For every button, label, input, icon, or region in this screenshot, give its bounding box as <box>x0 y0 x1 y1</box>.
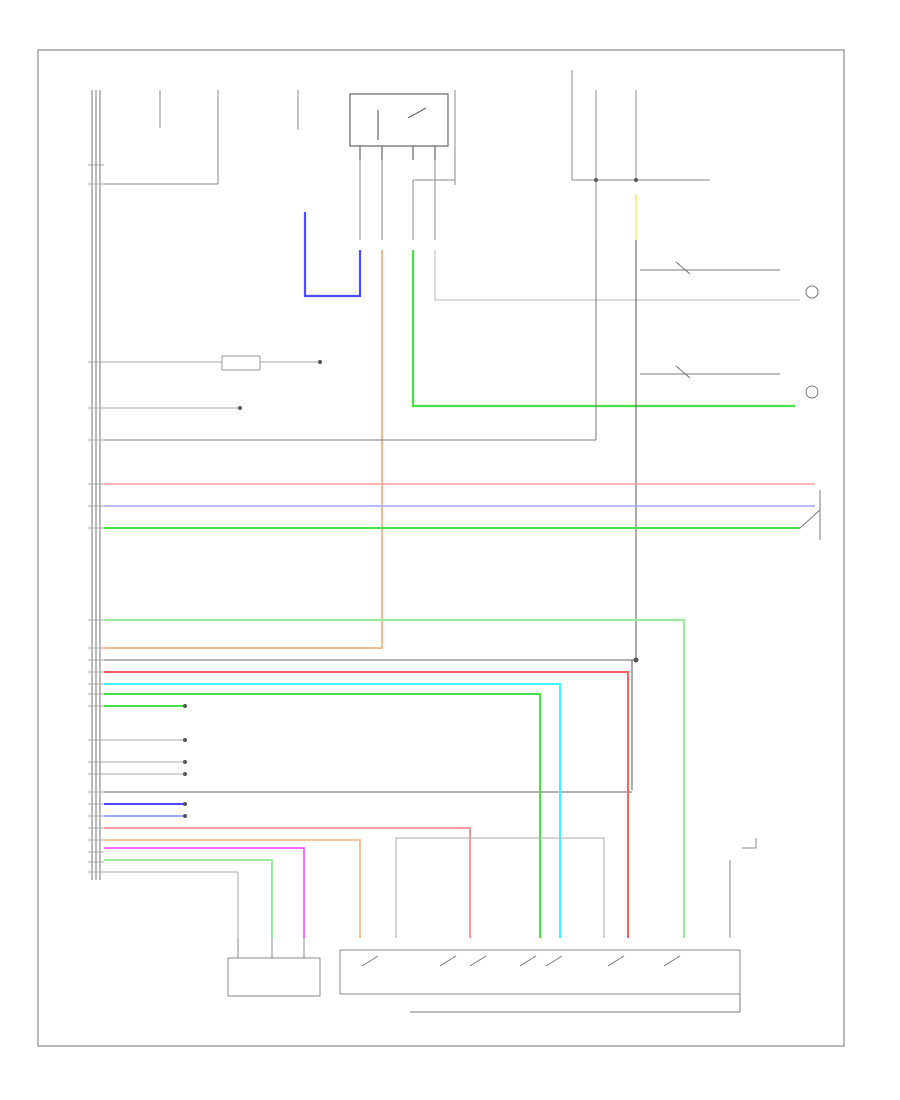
wire-gray-bottom <box>395 837 605 938</box>
wire-lightgreen-lower <box>104 859 273 938</box>
right-switch-symbol <box>799 490 821 540</box>
wire-cyan <box>104 683 561 938</box>
wire-green-bottom <box>104 693 541 938</box>
short-stubs <box>104 355 320 775</box>
bottom-switch-assembly <box>339 949 741 995</box>
right-trunk <box>104 240 637 793</box>
bottom-switches <box>361 955 741 1013</box>
right-sensor-switches <box>104 240 819 441</box>
wire-gray-relay <box>434 250 800 301</box>
top-fuse-feeds <box>104 70 710 240</box>
pin-ticks <box>88 164 104 873</box>
bottom-left-module <box>227 957 321 997</box>
wire-lightgreen-long <box>104 618 686 938</box>
wire-gray-lower <box>104 871 239 938</box>
bottom-left-module-pins <box>237 938 305 958</box>
relay-outputs <box>359 160 455 240</box>
diagram-frame <box>37 49 845 1047</box>
wire-green-relay <box>411 250 795 408</box>
wire-red <box>104 671 629 938</box>
wire-magenta <box>104 847 305 938</box>
left-connector-bus <box>91 90 101 880</box>
relay-box <box>349 93 449 160</box>
junction-dots <box>183 178 639 818</box>
wire-pink-2 <box>104 827 471 938</box>
wire-orange <box>104 250 383 649</box>
wire-gray-right-bottom-2 <box>742 838 757 849</box>
wire-orange-lower <box>104 839 361 938</box>
wire-blue-loop <box>303 212 362 298</box>
